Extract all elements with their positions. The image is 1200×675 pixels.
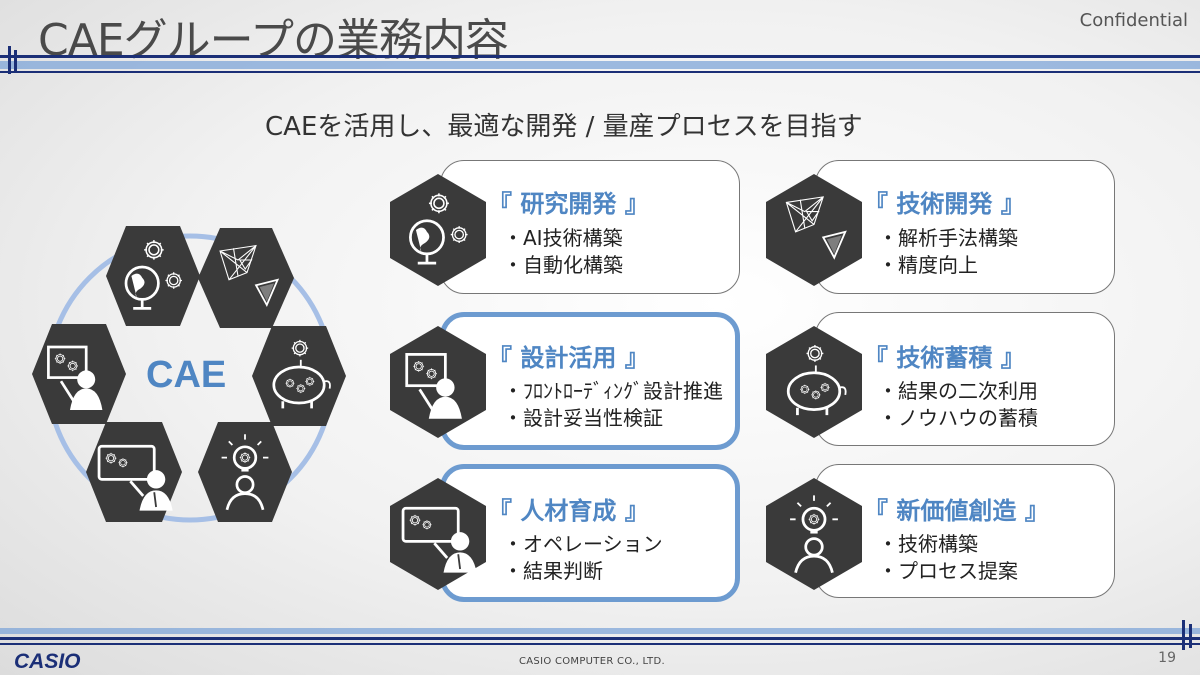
card-item: ・設計妥当性検証 [503, 406, 663, 430]
card-item: ・結果判断 [503, 559, 603, 583]
wheel-hex-design [32, 324, 126, 424]
card-title: 『 人材育成 』 [488, 497, 649, 525]
header-rule [0, 46, 1200, 74]
card-title: 『 研究開発 』 [488, 190, 649, 218]
card-design [440, 312, 740, 450]
globe-gears-icon [390, 174, 486, 286]
card-title: 『 新価値創造 』 [864, 497, 1049, 525]
card-item: ・技術構築 [878, 532, 978, 556]
wheel-hex-tech-dev [198, 228, 294, 328]
card-item: ・AI技術構築 [503, 226, 623, 250]
card-accumulate [815, 312, 1115, 446]
subtitle: CAEを活用し、最適な開発 / 量産プロセスを目指す [265, 112, 863, 142]
card-title: 『 技術蓄積 』 [864, 344, 1025, 372]
card-item: ・精度向上 [878, 253, 978, 277]
card-item: ・解析手法構築 [878, 226, 1018, 250]
casio-logo: CASIO [14, 650, 81, 673]
wheel-hex-new-value [198, 422, 292, 522]
wheel-hex-training [86, 422, 182, 522]
card-title: 『 技術開発 』 [864, 190, 1025, 218]
wheel-hex-accumulate [252, 326, 346, 426]
card-item: ・プロセス提案 [878, 559, 1018, 583]
card-item: ・自動化構築 [503, 253, 623, 277]
card-title: 『 設計活用 』 [488, 344, 649, 372]
wheel-hex-research [106, 226, 200, 326]
confidential-label: Confidential [1079, 10, 1188, 31]
card-item: ・オペレーション [503, 532, 663, 556]
teacher-board-icon [390, 478, 486, 590]
card-training [440, 464, 740, 602]
footer-rule [0, 620, 1200, 650]
card-item: ・ﾌﾛﾝﾄﾛｰﾃﾞｨﾝｸﾞ設計推進 [503, 379, 723, 403]
mesh-triangle-icon [766, 174, 862, 286]
card-item: ・結果の二次利用 [878, 379, 1038, 403]
cae-hexagon-wheel [32, 226, 346, 523]
card-item: ・ノウハウの蓄積 [878, 406, 1038, 430]
card-research [440, 160, 740, 294]
card-new-value [815, 464, 1115, 598]
wheel-center-label: CAE [146, 354, 227, 396]
lightbulb-person-icon [766, 478, 862, 590]
page-number: 19 [1158, 650, 1176, 666]
monitor-person-icon [390, 326, 486, 438]
piggy-bank-icon [766, 326, 862, 438]
company-name: CASIO COMPUTER CO., LTD. [519, 656, 665, 667]
